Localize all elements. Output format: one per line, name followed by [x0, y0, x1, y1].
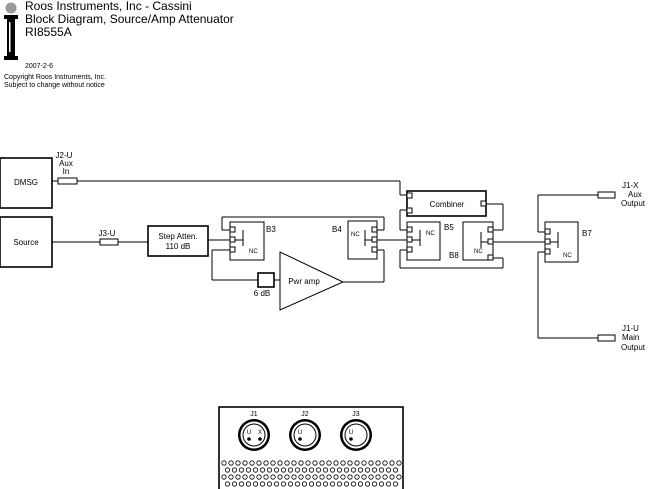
svg-text:Main: Main: [622, 333, 639, 342]
vent-holes: [221, 460, 402, 487]
part-number: RI8555A: [25, 25, 72, 39]
svg-text:U: U: [349, 430, 353, 436]
svg-text:B5: B5: [444, 223, 454, 232]
connector-j2u: J2-U Aux In: [56, 151, 78, 185]
company-name: Roos Instruments, Inc - Cassini: [25, 0, 192, 13]
roos-logo-icon: [4, 2, 18, 60]
power-amplifier: Pwr amp: [279, 251, 345, 311]
svg-text:J1-X: J1-X: [622, 181, 639, 190]
notice-text: Subject to change without notice: [4, 82, 105, 89]
svg-text:DMSG: DMSG: [14, 178, 38, 187]
connector-j1u: J1-U Main Output: [597, 324, 646, 352]
switch-b4: NC B4: [332, 220, 378, 260]
connector-j1x: J1-X Aux Output: [597, 181, 646, 208]
revision-date: 2007-2-6: [25, 63, 53, 70]
svg-text:B4: B4: [332, 225, 342, 234]
switch-b5: NC B5: [406, 221, 454, 261]
dmsg-block: DMSG: [0, 157, 53, 209]
svg-text:Pwr amp: Pwr amp: [288, 277, 320, 286]
svg-text:Aux: Aux: [59, 159, 73, 168]
svg-text:J3: J3: [352, 411, 360, 418]
copyright-text: Copyright Roos Instruments, Inc.: [4, 74, 106, 81]
source-block: Source: [0, 216, 53, 268]
svg-text:NC: NC: [426, 231, 435, 237]
svg-text:Output: Output: [621, 343, 646, 352]
svg-text:X: X: [258, 430, 262, 436]
svg-text:J2-U: J2-U: [56, 151, 73, 160]
svg-text:J3-U: J3-U: [99, 229, 116, 238]
svg-text:6 dB: 6 dB: [254, 289, 270, 298]
svg-text:U: U: [298, 430, 302, 436]
diagram-title: Block Diagram, Source/Amp Attenuator: [25, 12, 234, 26]
jack-j3: J3U: [340, 411, 372, 451]
svg-text:In: In: [63, 167, 70, 176]
svg-text:B7: B7: [582, 229, 592, 238]
svg-text:U: U: [247, 430, 251, 436]
svg-text:J1-U: J1-U: [622, 324, 639, 333]
svg-text:Source: Source: [13, 238, 39, 247]
svg-text:J2: J2: [301, 411, 309, 418]
svg-text:NC: NC: [249, 249, 258, 255]
switch-b3: NC B3: [229, 221, 276, 261]
jack-j1: J1U X: [238, 411, 270, 451]
svg-text:Combiner: Combiner: [430, 200, 465, 209]
header: Roos Instruments, Inc - Cassini Block Di…: [4, 0, 234, 89]
step-attenuator-block: Step Atten. 110 dB: [147, 225, 209, 257]
svg-text:B8: B8: [449, 251, 459, 260]
svg-text:NC: NC: [563, 253, 572, 259]
wires: [52, 180, 598, 339]
jack-j2: J2U: [289, 411, 321, 451]
svg-text:Output: Output: [621, 199, 646, 208]
svg-text:Step Atten.: Step Atten.: [158, 232, 197, 241]
svg-text:Aux: Aux: [628, 190, 642, 199]
attenuator-6db: 6 dB: [254, 272, 275, 298]
connector-j3u: J3-U: [99, 229, 119, 246]
svg-text:J1: J1: [250, 411, 258, 418]
svg-text:NC: NC: [351, 232, 360, 238]
switch-b8: NC B8: [449, 221, 494, 261]
switch-b7: NC B7: [544, 221, 592, 263]
svg-text:110 dB: 110 dB: [166, 242, 191, 251]
svg-text:NC: NC: [474, 249, 483, 255]
combiner-block: Combiner: [406, 190, 487, 217]
svg-text:B3: B3: [266, 225, 276, 234]
